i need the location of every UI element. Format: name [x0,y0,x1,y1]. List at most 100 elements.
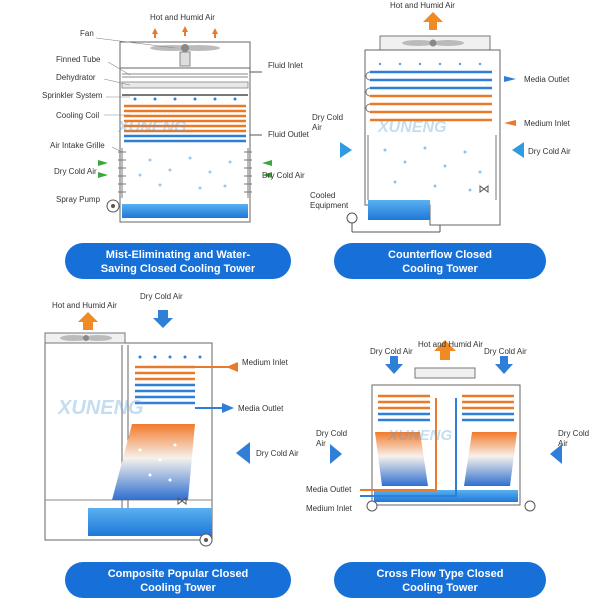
water-basin [122,204,248,218]
tower-frame [364,49,501,226]
hot-air-arrow-icon [434,340,456,360]
medium-inlet-arrow-icon [226,362,238,372]
pump-icon [366,500,536,512]
label-dry-cold-air-right: Dry Cold Air [256,449,299,458]
valve-icon [479,185,489,193]
cold-air-down-right-arrow-icon [495,356,513,374]
sprinkler-dots [378,62,482,66]
dehydrator [121,81,249,89]
title-line2: Cooling Tower [402,582,478,594]
air-in-left-arrow-icon [340,142,352,158]
cooling-coil [365,70,492,122]
label-medium-inlet: Medium Inlet [306,504,353,513]
title-line1: Cross Flow Type Closed [377,568,504,580]
panel-counterflow: Hot and Humid Air Media Outlet Medium In… [310,1,571,279]
title-line2: Cooling Tower [402,263,478,275]
title-pill-cross-flow [334,562,546,598]
label-dehydrator: Dehydrator [56,73,96,82]
cooling-coil [124,104,246,143]
fan-icon [150,44,220,67]
fan-housing [414,367,476,379]
sprinkler-dots [138,355,202,359]
label-dry-cold-l2: Air [316,439,326,448]
watermark-logo: XUNENG [57,397,144,419]
air-in-right-arrow-icon [550,444,562,464]
title-line2: Cooling Tower [140,582,216,594]
title-pill-mist-eliminating [65,243,291,279]
tower-frame [119,41,251,223]
label-medium-inlet: Medium Inlet [242,358,289,367]
label-sprinkler-system: Sprinkler System [42,91,103,100]
label-dry-cold-air-left: Dry Cold Air [54,167,97,176]
cooling-coil-left [378,394,430,422]
label-media-outlet: Media Outlet [524,75,570,84]
sprinkler-system [122,94,248,101]
green-air-arrows-icon [98,160,272,178]
panel-composite: Hot and Humid Air Dry Cold Air Medium In… [44,292,299,598]
medium-inlet-pipe [360,398,457,497]
media-outlet-arrow-icon [504,76,516,82]
panel-cross-flow: Hot and Humid Air Dry Cold Air Dry Cold … [306,340,589,598]
cold-air-down-left-arrow-icon [385,356,403,374]
label-dry-cold-air-tr: Dry Cold Air [484,347,527,356]
water-basin [88,508,212,536]
media-outlet-pipe [360,398,437,491]
water-basin [368,200,430,220]
hot-air-arrows-icon [152,26,218,38]
watermark-logo: XUNENG [377,119,446,136]
label-dry-cold-left-2: Air [312,123,322,132]
title-pill-counterflow [334,243,546,279]
label-dry-cold-air-top: Dry Cold Air [140,292,183,301]
label-finned-tube: Finned Tube [56,55,101,64]
spray-pump-icon [106,199,120,213]
label-spray-pump: Spray Pump [56,195,101,204]
air-in-left-arrow-icon [330,444,342,464]
label-fan: Fan [80,29,94,38]
title-line2: Saving Closed Cooling Tower [101,263,256,275]
title-line1: Counterflow Closed [388,249,492,261]
label-hot-humid-air: Hot and Humid Air [418,340,483,349]
label-dry-cold-l1: Dry Cold [316,429,347,438]
fluid-connectors [250,71,262,136]
label-media-outlet: Media Outlet [306,485,352,494]
label-fluid-inlet: Fluid Inlet [268,61,303,70]
air-in-right-arrow-icon [512,142,524,158]
hot-air-arrow-icon [423,12,443,30]
media-outlet-arrow-icon [222,403,234,413]
label-dry-cold-r2: Air [558,439,568,448]
label-hot-humid-air: Hot and Humid Air [390,1,455,10]
label-dry-cold-r1: Dry Cold [558,429,589,438]
pump-icon [199,533,213,547]
title-line1: Composite Popular Closed [108,568,249,580]
water-droplets [138,443,177,482]
fill-media-left [375,432,428,486]
label-dry-cold-air-tl: Dry Cold Air [370,347,413,356]
label-dry-cold-air-right: Dry Cold Air [262,171,305,180]
title-pill-composite [65,562,291,598]
watermark-logo: XUNENG [117,119,186,136]
fan-icon [60,335,112,341]
air-intake-grille [118,148,252,198]
cold-air-down-arrow-icon [153,310,173,328]
fan-icon [402,39,464,47]
tower-frame [371,384,521,506]
water-droplets [383,146,482,192]
label-cooled-1: Cooled [310,191,335,200]
label-air-intake-grille: Air Intake Grille [50,141,105,150]
fill-media [112,424,195,500]
cooling-coil-right [462,394,514,422]
fill-media-right [464,432,517,486]
label-dry-cold-air-right: Dry Cold Air [528,147,571,156]
label-media-outlet: Media Outlet [238,404,284,413]
medium-inlet-arrow-icon [504,120,516,126]
label-medium-inlet: Medium Inlet [524,119,571,128]
title-line1: Mist-Eliminating and Water- [106,249,251,261]
pump-icon [346,212,441,233]
valve-icon [177,497,187,505]
label-cooled-2: Equipment [310,201,349,210]
panel-mist-eliminating: Hot and Humid Air Fan Finned Tube Dehydr… [42,13,310,279]
hot-air-arrow-icon [78,312,98,330]
watermark-logo: XUNENG [387,427,453,444]
label-hot-humid-air: Hot and Humid Air [150,13,215,22]
